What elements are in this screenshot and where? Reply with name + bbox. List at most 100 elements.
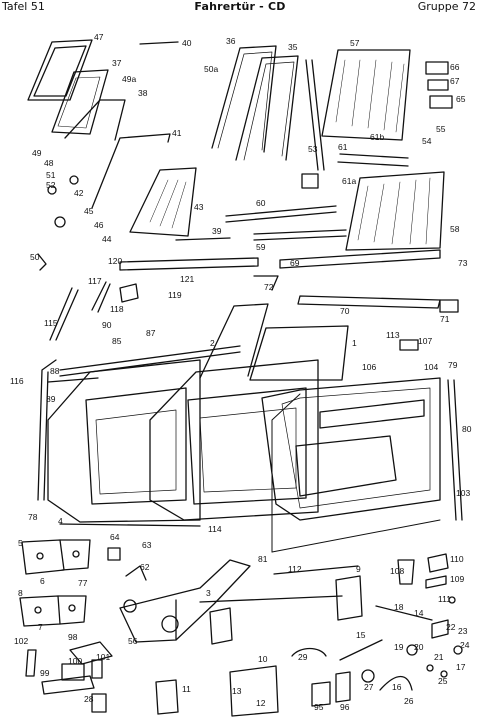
part-label-64: 64 [110,532,120,542]
part-label-49: 49 [32,148,42,158]
part-label-61: 61 [338,142,348,152]
part-label-52: 52 [46,180,56,190]
part-label-4: 4 [58,516,63,526]
part-label-17: 17 [456,662,466,672]
part-label-24: 24 [460,640,470,650]
part-label-36: 36 [226,36,236,46]
part-label-96: 96 [340,702,350,712]
part-label-112: 112 [288,564,302,574]
part-label-8: 8 [18,588,23,598]
part-label-46: 46 [94,220,104,230]
part-label-118: 118 [110,304,124,314]
part-label-57: 57 [350,38,360,48]
part-label-119: 119 [168,290,182,300]
part-label-85: 85 [112,336,122,346]
part-label-45: 45 [84,206,94,216]
part-label-110: 110 [450,554,464,564]
part-label-70: 70 [340,306,350,316]
part-label-80: 80 [462,424,472,434]
part-label-106: 106 [362,362,376,372]
part-label-12: 12 [256,698,266,708]
part-label-48: 48 [44,158,54,168]
part-label-101: 101 [96,652,110,662]
part-label-51: 51 [46,170,56,180]
part-label-72: 72 [264,282,274,292]
part-label-50: 50 [30,252,40,262]
part-label-40: 40 [182,38,192,48]
part-label-59: 59 [256,242,266,252]
part-label-15: 15 [356,630,366,640]
group-number: Gruppe 72 [417,0,476,13]
part-label-113: 113 [386,330,400,340]
part-label-88: 88 [50,366,60,376]
part-label-62: 62 [140,562,150,572]
part-label-120: 120 [108,256,122,266]
part-label-103: 103 [456,488,470,498]
part-label-61a: 61a [342,176,356,186]
plate-number: Tafel 51 [2,0,45,13]
part-label-111: 111 [438,594,451,604]
part-label-47: 47 [94,32,104,42]
part-label-22: 22 [446,622,456,632]
part-label-69: 69 [290,258,300,268]
part-label-21: 21 [434,652,444,662]
part-label-79: 79 [448,360,458,370]
part-label-60: 60 [256,198,266,208]
part-label-98: 98 [68,632,78,642]
part-label-20: 20 [414,642,424,652]
part-label-116: 116 [10,376,24,386]
part-label-77: 77 [78,578,88,588]
part-label-107: 107 [418,336,432,346]
part-label-115: 115 [44,318,58,328]
part-label-78: 78 [28,512,38,522]
part-label-54: 54 [422,136,432,146]
part-label-73: 73 [458,258,468,268]
part-label-39: 39 [212,226,222,236]
part-label-56: 56 [128,636,138,646]
part-label-14: 14 [414,608,424,618]
part-label-5: 5 [18,538,23,548]
part-label-42: 42 [74,188,84,198]
part-label-9: 9 [356,564,361,574]
part-label-87: 87 [146,328,156,338]
part-label-25: 25 [438,676,448,686]
part-label-6: 6 [40,576,45,586]
part-label-67: 67 [450,76,460,86]
part-label-2: 2 [210,338,215,348]
part-label-37: 37 [112,58,122,68]
part-label-18: 18 [394,602,404,612]
part-label-114: 114 [208,524,222,534]
part-label-100: 100 [68,656,82,666]
part-label-61b: 61b [370,132,384,142]
part-label-7: 7 [38,622,43,632]
part-label-13: 13 [232,686,242,696]
part-label-102: 102 [14,636,28,646]
part-label-11: 11 [182,684,191,694]
part-label-19: 19 [394,642,404,652]
part-label-89: 89 [46,394,56,404]
part-label-23: 23 [458,626,468,636]
part-label-117: 117 [88,276,102,286]
part-label-121: 121 [180,274,194,284]
part-label-108: 108 [390,566,404,576]
part-label-53: 53 [308,144,318,154]
part-label-3: 3 [206,588,211,598]
part-label-109: 109 [450,574,464,584]
part-label-35: 35 [288,42,298,52]
part-label-71: 71 [440,314,450,324]
part-label-63: 63 [142,540,152,550]
part-label-43: 43 [194,202,204,212]
part-label-99: 99 [40,668,50,678]
part-label-44: 44 [102,234,112,244]
part-label-65: 65 [456,94,466,104]
part-label-81: 81 [258,554,268,564]
page-title: Fahrertür - CD [194,0,286,13]
part-label-49a: 49a [122,74,136,84]
part-label-26: 26 [404,696,414,706]
part-label-50a: 50a [204,64,218,74]
part-label-27: 27 [364,682,374,692]
part-label-10: 10 [258,654,268,664]
part-label-28: 28 [84,694,94,704]
part-label-104: 104 [424,362,438,372]
